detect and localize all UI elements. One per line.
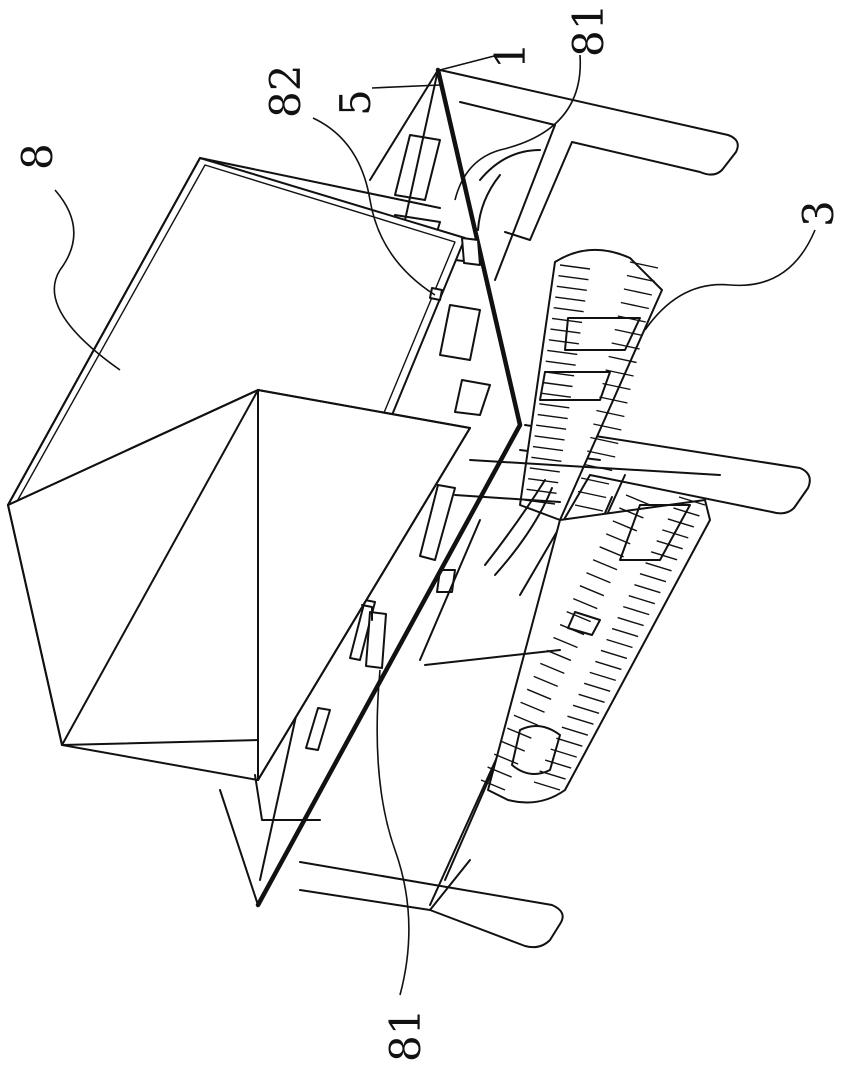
label-frame: 1 xyxy=(486,42,535,69)
track-link xyxy=(626,495,650,505)
label-crossbar: 82 xyxy=(261,65,310,118)
track-link xyxy=(575,505,603,511)
label-panel: 5 xyxy=(331,89,380,116)
label-guide-top: 81 xyxy=(564,4,613,57)
label-track: 3 xyxy=(794,200,843,227)
label-guide-bottom: 81 xyxy=(381,1009,430,1062)
label-box: 8 xyxy=(13,143,62,170)
track-link xyxy=(578,492,606,498)
storage-box xyxy=(8,158,470,780)
track-link xyxy=(587,451,615,457)
crawler-track xyxy=(481,250,710,803)
